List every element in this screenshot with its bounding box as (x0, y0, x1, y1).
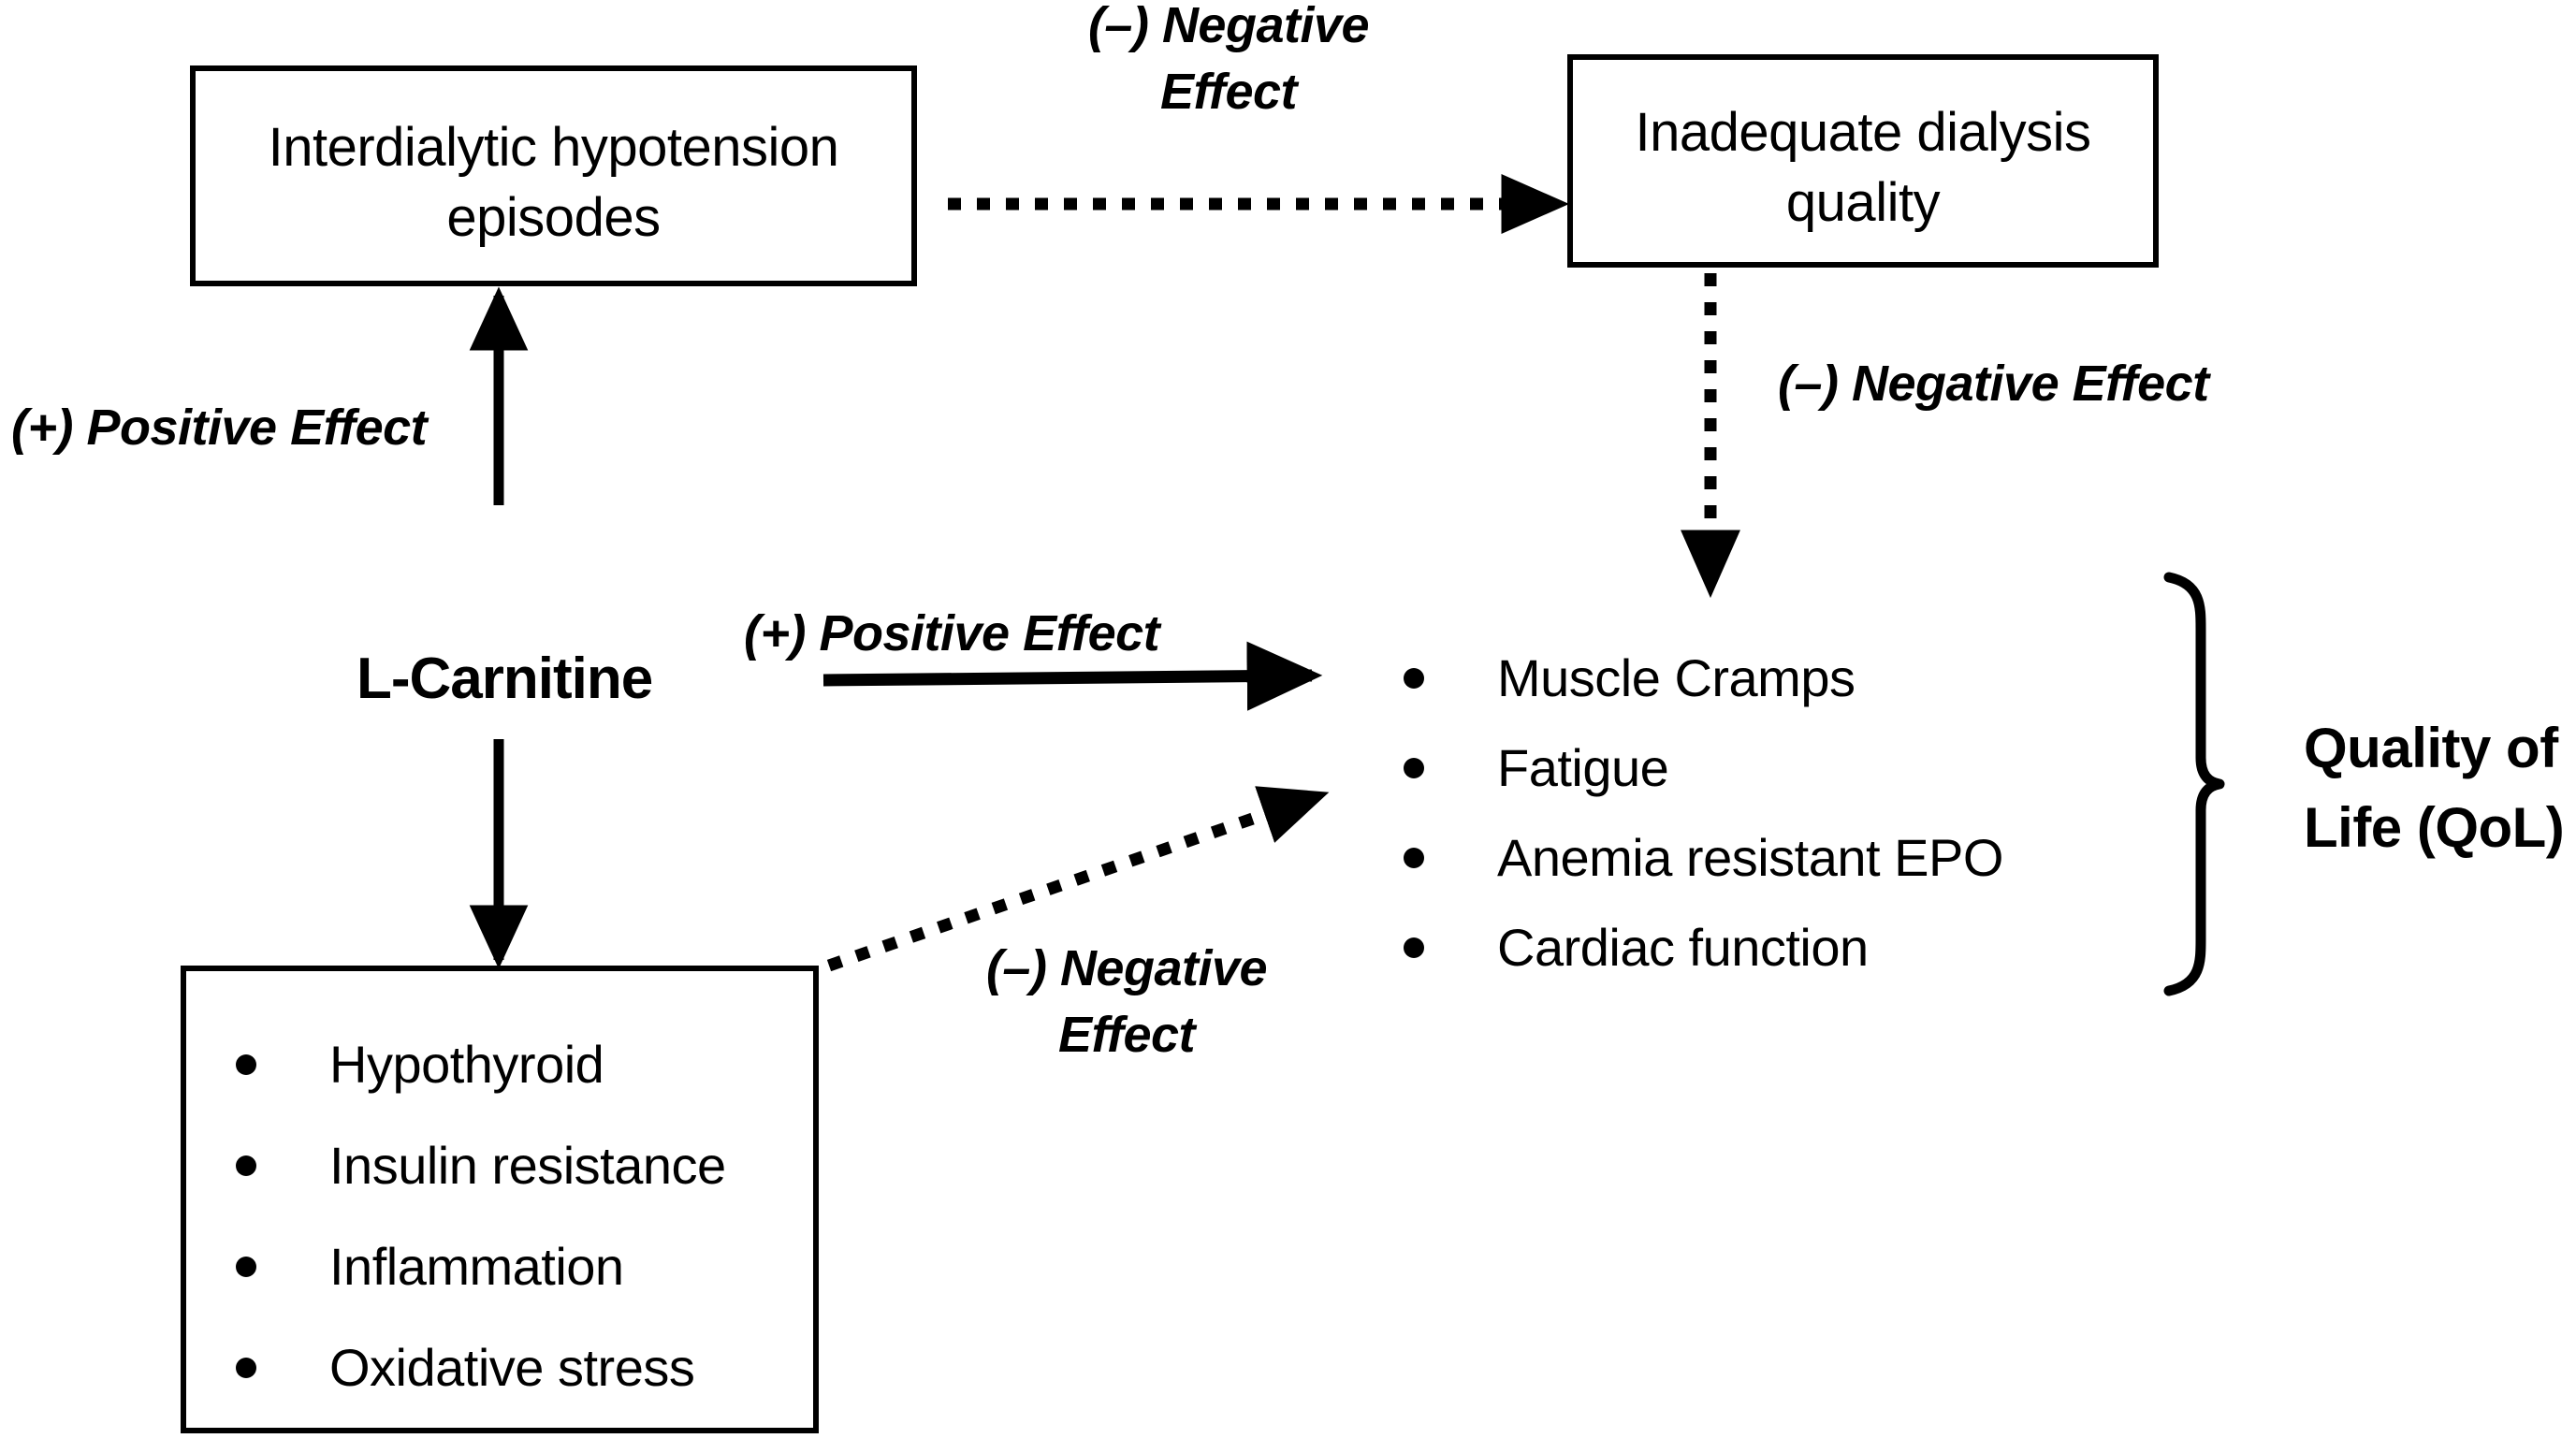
node-inadequate-dialysis-label: Inadequate dialysis quality (1635, 102, 2091, 234)
list-item: Cardiac function (1404, 922, 2003, 974)
conditions-list: Hypothyroid Insulin resistance Inflammat… (236, 1039, 726, 1394)
node-conditions-box: Hypothyroid Insulin resistance Inflammat… (181, 966, 819, 1433)
edge-label-carnitine-to-outcomes: (+) Positive Effect (744, 605, 1160, 661)
qol-brace (2163, 572, 2225, 996)
node-interdialytic-hypotension: Interdialytic hypotension episodes (190, 65, 917, 286)
node-qol-label: Quality of Life (QoL) (2304, 717, 2565, 860)
list-item: Oxidative stress (236, 1342, 726, 1394)
list-item: Fatigue (1404, 742, 2003, 794)
list-item: Anemia resistant EPO (1404, 832, 2003, 884)
edge-label-conditions-to-outcomes: (–) Negative Effect (985, 940, 1268, 1064)
outcomes-list: Muscle Cramps Fatigue Anemia resistant E… (1404, 652, 2003, 974)
node-interdialytic-hypotension-label: Interdialytic hypotension episodes (268, 117, 839, 249)
node-l-carnitine-label: L-Carnitine (357, 647, 653, 711)
list-item: Inflammation (236, 1241, 726, 1293)
edge-label-hypotension-to-dialysis: (–) Negative Effect (1087, 0, 1370, 121)
edge-label-dialysis-to-outcomes: (–) Negative Effect (1778, 356, 2209, 412)
node-inadequate-dialysis: Inadequate dialysis quality (1567, 54, 2159, 268)
edge-label-carnitine-to-hypotension: (+) Positive Effect (11, 400, 428, 456)
list-item: Hypothyroid (236, 1039, 726, 1091)
edge-carnitine-to-outcomes (822, 641, 1323, 711)
list-item: Muscle Cramps (1404, 652, 2003, 705)
list-item: Insulin resistance (236, 1140, 726, 1192)
